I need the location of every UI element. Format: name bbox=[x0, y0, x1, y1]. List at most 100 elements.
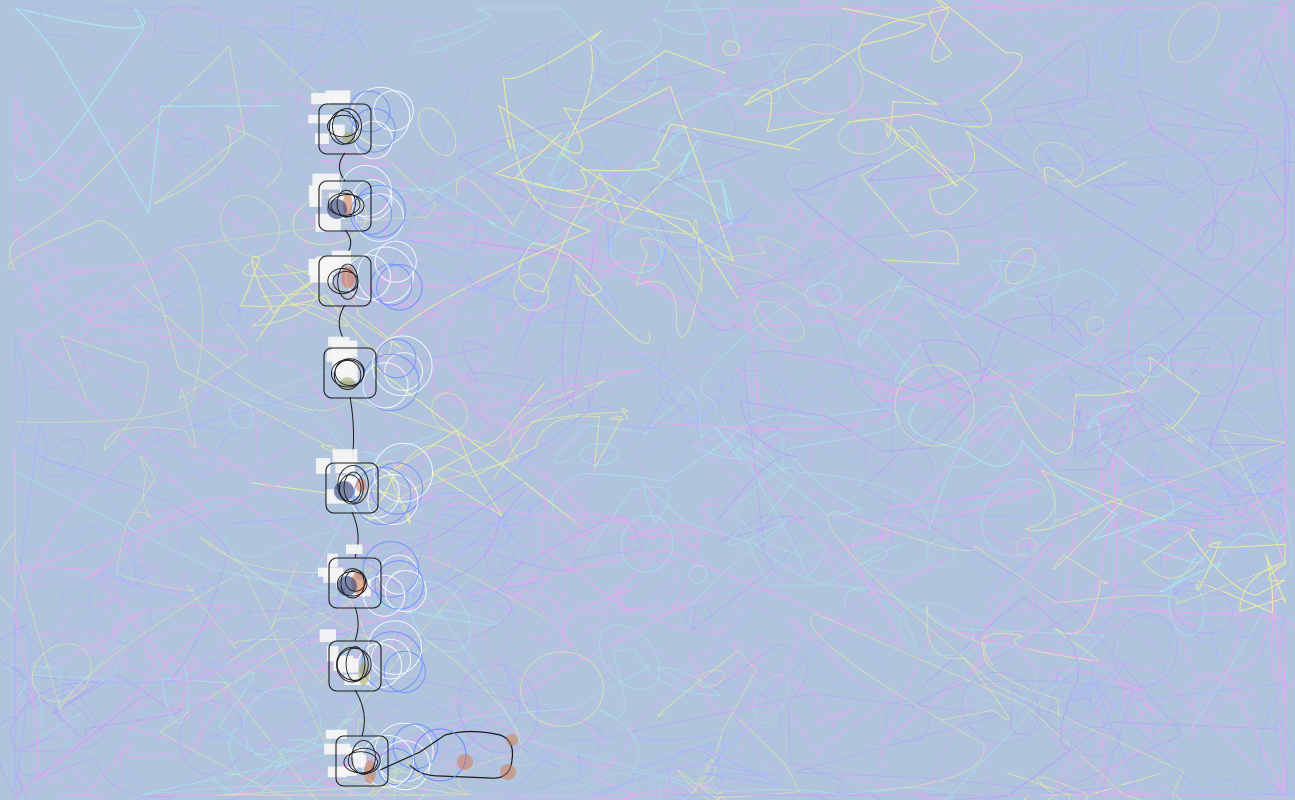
scribble-stroke bbox=[99, 483, 321, 750]
scribble-stroke bbox=[12, 227, 644, 783]
scribble-loop bbox=[157, 320, 175, 340]
paper-patch bbox=[309, 267, 333, 283]
scribble-loop bbox=[672, 87, 737, 141]
ink-connector bbox=[351, 511, 359, 559]
ink-loop bbox=[343, 471, 364, 504]
paper-patch bbox=[324, 743, 351, 755]
scribble-loop bbox=[963, 643, 1038, 705]
scribble-loop bbox=[922, 281, 956, 311]
scribble-stroke bbox=[1006, 772, 1162, 800]
scribble-loop bbox=[1196, 221, 1234, 261]
ink-loop bbox=[337, 263, 359, 300]
scribble-stroke bbox=[221, 6, 366, 79]
paper-patch bbox=[326, 646, 339, 662]
scribble-stroke bbox=[717, 293, 1091, 521]
scribble-stroke bbox=[1101, 7, 1164, 79]
scribble-stroke bbox=[48, 604, 246, 670]
paper-patch bbox=[327, 553, 338, 568]
ink-loop bbox=[347, 747, 381, 774]
scribble-loop bbox=[824, 542, 865, 580]
scribble-loop bbox=[722, 40, 740, 56]
scribble-loop bbox=[179, 700, 245, 775]
scribble-loop bbox=[697, 669, 725, 688]
scribble-stroke bbox=[836, 622, 1286, 800]
color-accent bbox=[327, 199, 347, 219]
doodle-figure bbox=[324, 722, 439, 791]
scribble-loop bbox=[1172, 582, 1233, 634]
scribble-loop bbox=[1113, 613, 1178, 688]
scribble-stroke bbox=[0, 459, 230, 800]
scribble-stroke bbox=[1121, 501, 1286, 593]
scribble-loop bbox=[1037, 396, 1085, 443]
scribble-loop bbox=[308, 38, 351, 82]
scribble-loop bbox=[593, 39, 658, 103]
ink-loop bbox=[340, 568, 365, 599]
ring-outline bbox=[374, 240, 417, 283]
paper-patch bbox=[308, 185, 322, 199]
scribble-loop bbox=[784, 43, 864, 115]
scribble-loop bbox=[1016, 537, 1038, 558]
scribble-loop bbox=[899, 602, 974, 656]
scribble-stroke bbox=[336, 706, 607, 800]
scribble-loop bbox=[754, 301, 805, 342]
color-accent bbox=[500, 764, 516, 780]
scribble-stroke bbox=[144, 368, 240, 479]
scribble-stroke bbox=[14, 7, 279, 215]
scribble-stroke bbox=[1015, 579, 1219, 728]
paper-patch bbox=[325, 90, 351, 104]
ink-loop bbox=[328, 110, 357, 145]
paper-patch bbox=[344, 674, 370, 685]
scribble-loop bbox=[1004, 247, 1036, 285]
scribble-loop bbox=[727, 57, 761, 95]
scribble-stroke bbox=[531, 0, 1295, 309]
scribble-loop bbox=[33, 339, 84, 389]
scribble-stroke bbox=[397, 274, 603, 532]
scribble-stroke bbox=[1030, 682, 1295, 796]
scribble-loop bbox=[215, 302, 241, 324]
scribble-stroke bbox=[12, 4, 1095, 231]
scribble-stroke bbox=[1138, 524, 1286, 638]
scribble-stroke bbox=[33, 571, 240, 715]
scribble-stroke bbox=[244, 126, 486, 336]
paper-patch bbox=[319, 629, 336, 642]
scribble-loop bbox=[41, 438, 85, 477]
scribble-loop bbox=[669, 131, 701, 156]
scribble-loop bbox=[777, 279, 810, 320]
scribble-stroke bbox=[702, 311, 987, 472]
scribble-stroke bbox=[1010, 574, 1245, 664]
ring-outline bbox=[340, 165, 392, 217]
scribble-loop bbox=[656, 212, 721, 259]
scribble-stroke bbox=[929, 0, 1295, 145]
scribble-stroke bbox=[952, 431, 1220, 634]
scribble-stroke bbox=[719, 7, 960, 60]
ring-outline bbox=[377, 748, 415, 786]
scribble-loop bbox=[909, 207, 953, 250]
scribble-loop bbox=[850, 368, 871, 386]
scribble-loop bbox=[838, 118, 897, 155]
ring-outline bbox=[355, 193, 405, 242]
ring-outline bbox=[363, 574, 406, 617]
scribble-stroke bbox=[846, 0, 1023, 188]
doodle-figure bbox=[323, 335, 433, 464]
doodle-column bbox=[308, 86, 518, 791]
ink-loop bbox=[337, 464, 369, 505]
scribble-loop bbox=[229, 402, 254, 429]
scribble-loop bbox=[1134, 343, 1170, 378]
scribble-stroke bbox=[348, 663, 599, 798]
scribble-loop bbox=[293, 748, 349, 790]
scribble-loop bbox=[1151, 116, 1195, 149]
scribble-stroke bbox=[109, 4, 486, 434]
ring-outline bbox=[376, 264, 423, 311]
scribble-stroke bbox=[240, 255, 392, 357]
scribble-stroke bbox=[204, 180, 523, 331]
scribble-stroke bbox=[690, 520, 917, 647]
scribble-loop bbox=[941, 152, 996, 222]
ink-loop bbox=[344, 569, 367, 592]
ink-loop bbox=[327, 114, 359, 138]
scribble-loop bbox=[1070, 726, 1121, 757]
ink-loop bbox=[333, 359, 362, 390]
scribble-loop bbox=[970, 535, 1031, 574]
scribble-stroke bbox=[793, 108, 1291, 446]
paper-patch bbox=[328, 336, 350, 347]
ring-outline bbox=[384, 352, 424, 391]
